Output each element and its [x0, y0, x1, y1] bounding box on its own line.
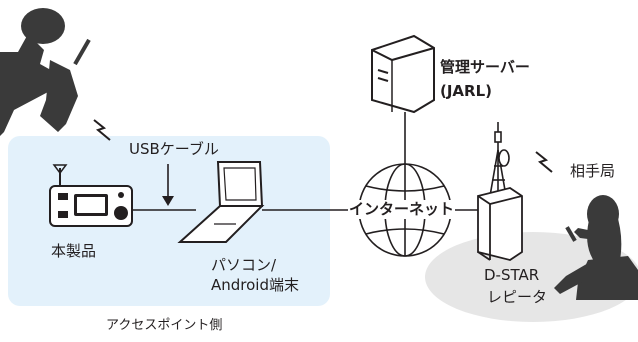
repeater-building-icon — [477, 187, 523, 261]
pc-label-line2: Android端末 — [211, 276, 299, 294]
access-point-side-label: アクセスポイント側 — [106, 318, 223, 333]
usb-arrow-head — [162, 196, 174, 206]
management-server-label-line1: 管理サーバー — [440, 58, 530, 76]
repeater-tower-icon — [489, 122, 510, 197]
internet-label: インターネット — [348, 200, 456, 219]
laptop-icon — [177, 161, 265, 243]
usb-cable-label: USBケーブル — [129, 140, 219, 158]
person-top-left — [0, 8, 91, 136]
this-product-label: 本製品 — [51, 242, 97, 260]
partner-station-label: 相手局 — [570, 162, 616, 180]
transceiver-icon — [49, 164, 133, 227]
repeater-label-line1: D-STAR — [484, 266, 540, 284]
repeater-label-line2: レピータ — [487, 288, 548, 306]
pc-label-line1: パソコン/ — [211, 256, 277, 274]
signal-wave-partner — [535, 151, 553, 173]
management-server-label-line2: (JARL) — [440, 82, 493, 100]
signal-wave-top-left — [93, 119, 111, 141]
server-icon — [371, 34, 435, 114]
person-partner-station — [554, 195, 638, 300]
